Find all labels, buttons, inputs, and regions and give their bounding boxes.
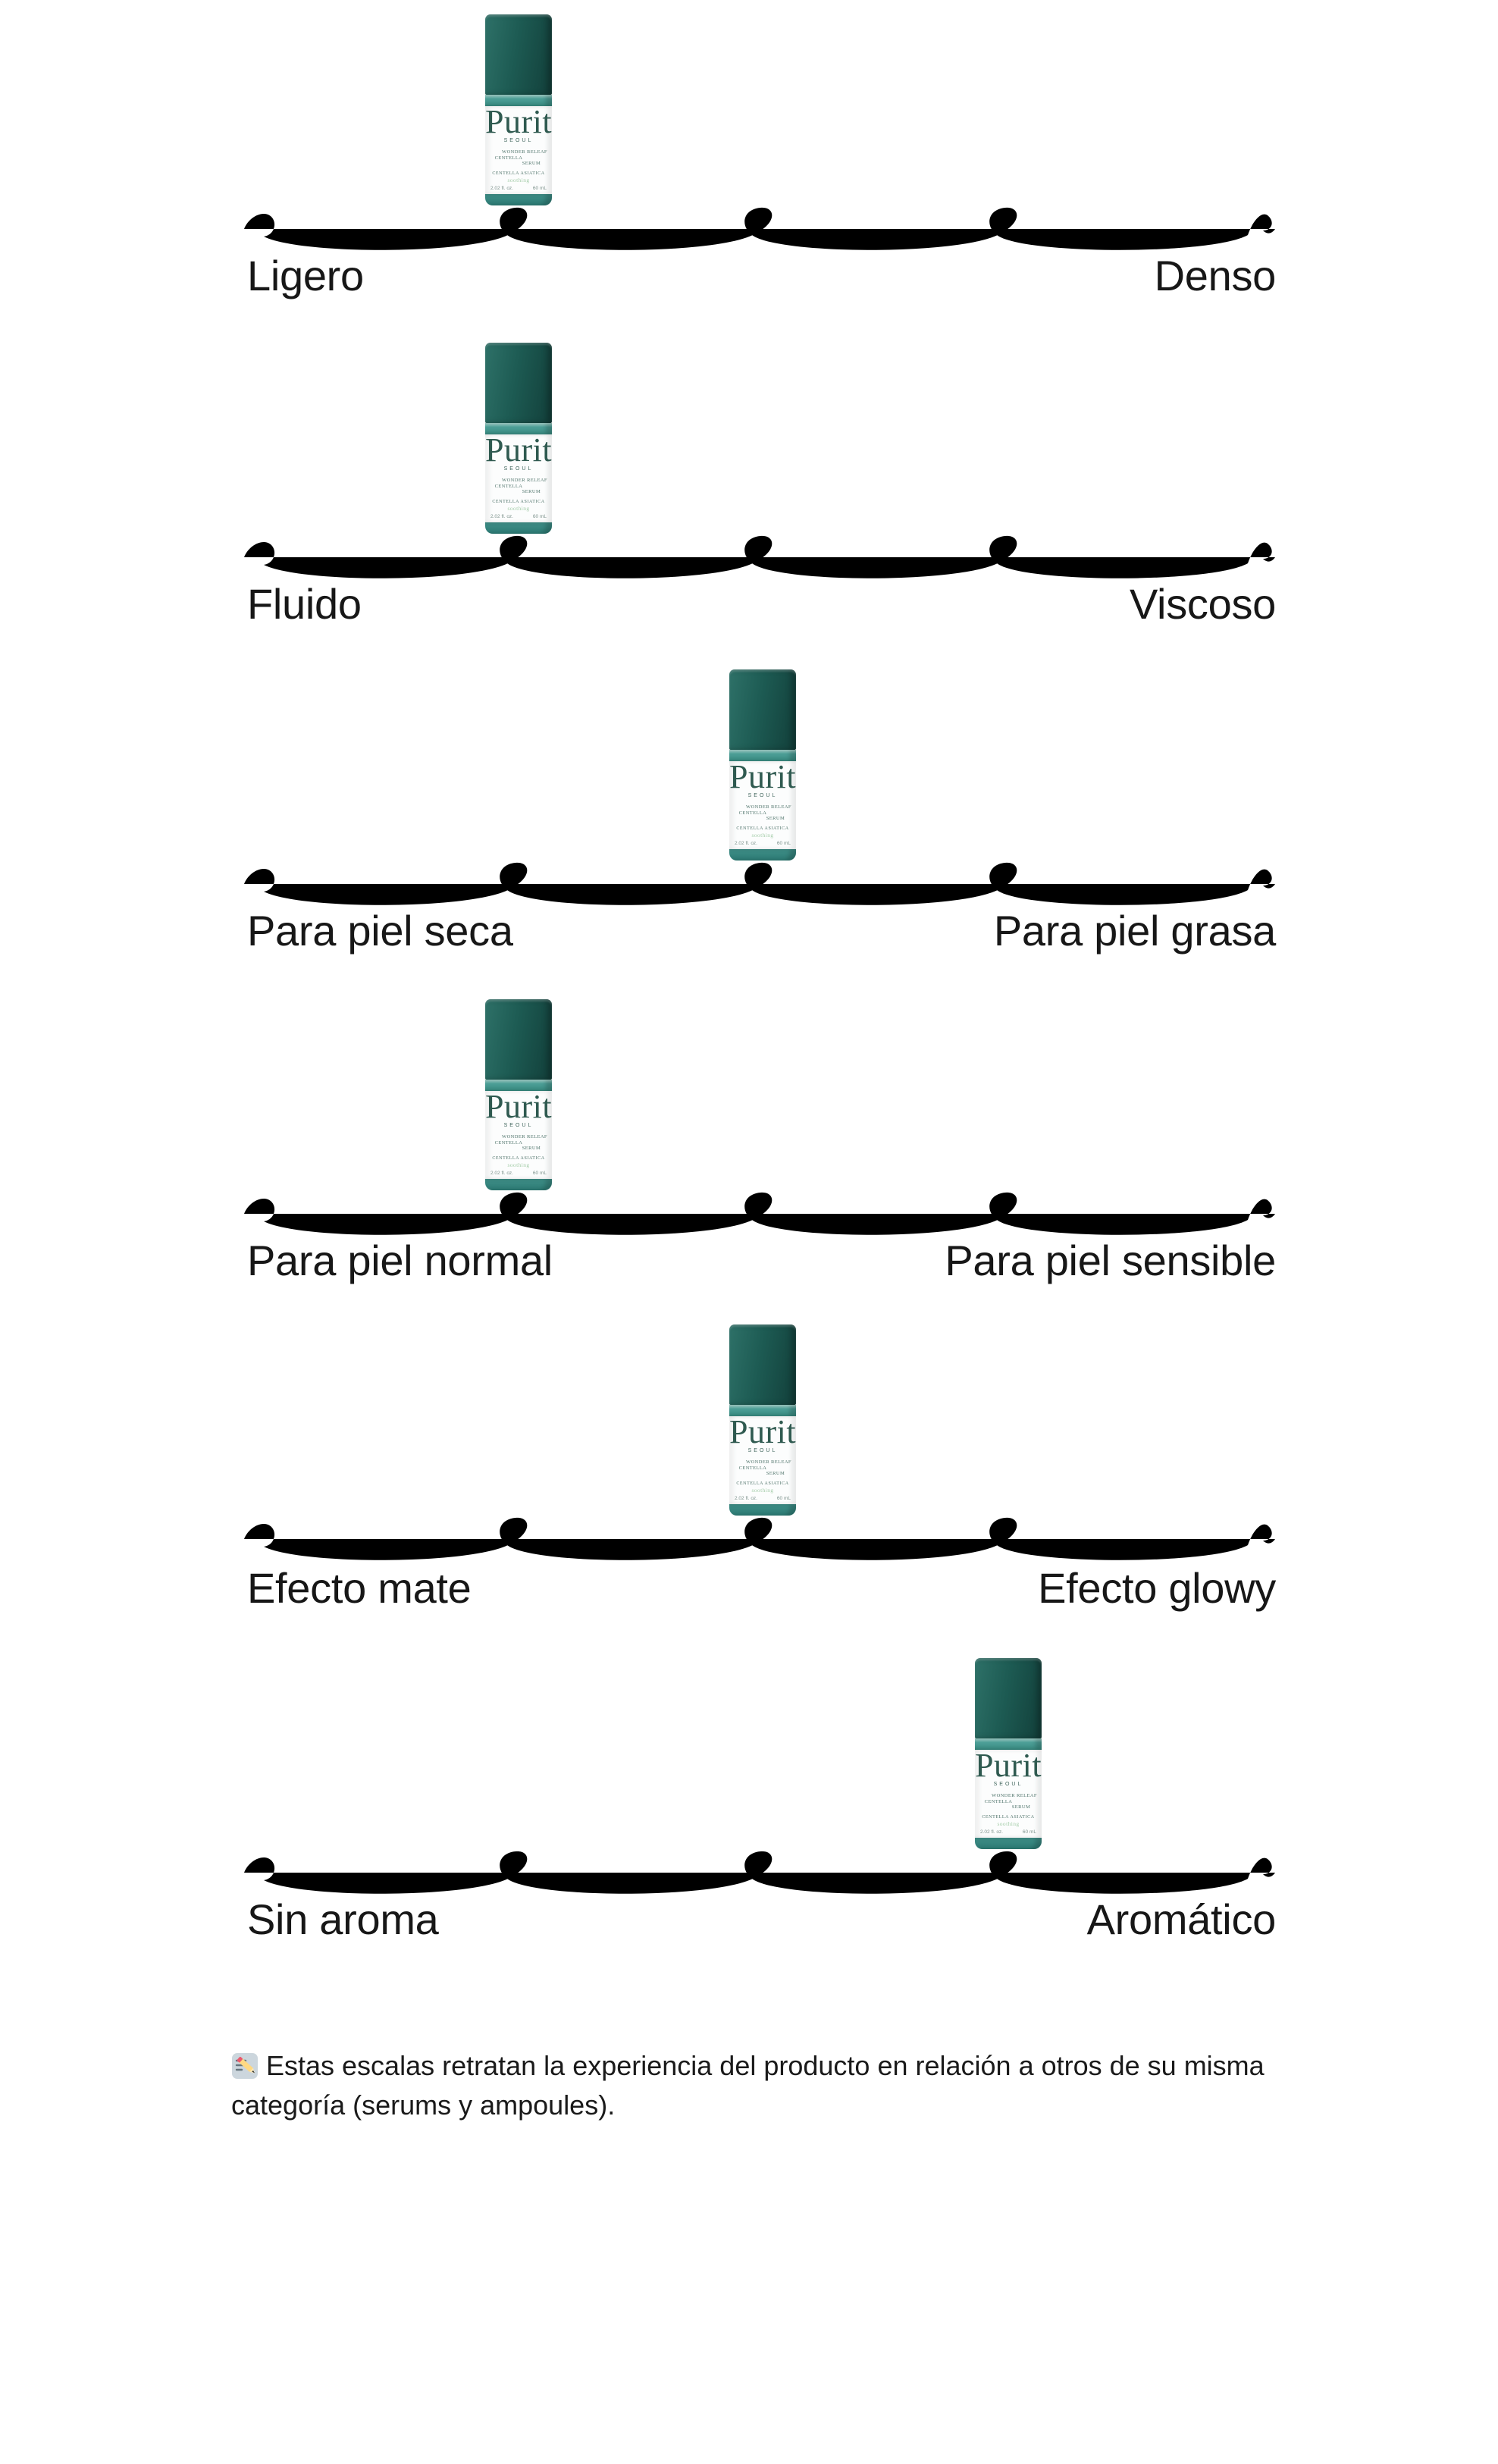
scale-line xyxy=(240,1191,1277,1243)
bottle-liquid xyxy=(485,1080,552,1091)
scale-label-right: Efecto glowy xyxy=(1038,1564,1276,1612)
scale-label-left: Fluido xyxy=(247,580,362,628)
scale-label-left: Para piel seca xyxy=(247,907,513,955)
brand-city: SEOUL xyxy=(503,138,534,143)
scale-label-right: Viscoso xyxy=(1130,580,1276,628)
brand-city: SEOUL xyxy=(747,1448,778,1453)
bottle-liquid xyxy=(975,1738,1042,1750)
scale-label-left: Ligero xyxy=(247,252,364,299)
brand-text: Purito xyxy=(485,434,552,469)
scale-line xyxy=(240,534,1277,586)
bottle-label: Purito SEOUL WONDER RELEAF CENTELLA SERU… xyxy=(975,1750,1042,1838)
memo-icon xyxy=(231,2052,259,2088)
scale-line xyxy=(240,206,1277,258)
bottle-liquid xyxy=(729,750,796,761)
volume-row: 2.02 fl. oz. 60 mL xyxy=(490,1171,547,1176)
bottle-cap xyxy=(485,14,552,95)
note-line2: categoría (serums y ampoules). xyxy=(231,2089,616,2121)
volume-row: 2.02 fl. oz. 60 mL xyxy=(735,841,791,846)
scale-label-left: Para piel normal xyxy=(247,1237,553,1284)
bottle-label: Purito SEOUL WONDER RELEAF CENTELLA SERU… xyxy=(485,1091,552,1179)
volume-row: 2.02 fl. oz. 60 mL xyxy=(735,1496,791,1501)
bottle-label: Purito SEOUL WONDER RELEAF CENTELLA SERU… xyxy=(485,106,552,194)
note: Estas escalas retratan la experiencia de… xyxy=(231,2049,1293,2123)
bottle-cap xyxy=(485,999,552,1080)
bottle-bottom xyxy=(485,522,552,534)
brand-text: Purito xyxy=(729,761,796,795)
brand-city: SEOUL xyxy=(747,793,778,798)
scale-label-right: Aromático xyxy=(1086,1895,1277,1943)
product-bottle: Purito SEOUL WONDER RELEAF CENTELLA SERU… xyxy=(729,1324,796,1516)
scale-label-left: Sin aroma xyxy=(247,1895,439,1943)
scale-line xyxy=(240,1850,1277,1901)
bottle-cap xyxy=(729,669,796,750)
product-bottle: Purito SEOUL WONDER RELEAF CENTELLA SERU… xyxy=(485,343,552,534)
brand-city: SEOUL xyxy=(503,466,534,472)
label-lines: WONDER RELEAF CENTELLA SERUM CENTELLA AS… xyxy=(492,478,547,512)
label-lines: WONDER RELEAF CENTELLA SERUM CENTELLA AS… xyxy=(982,1793,1037,1827)
scale-line xyxy=(240,861,1277,913)
brand-text: Purito xyxy=(485,1091,552,1125)
bottle-cap xyxy=(729,1324,796,1405)
product-bottle: Purito SEOUL WONDER RELEAF CENTELLA SERU… xyxy=(975,1658,1042,1849)
bottle-bottom xyxy=(485,1179,552,1190)
label-lines: WONDER RELEAF CENTELLA SERUM CENTELLA AS… xyxy=(736,1459,791,1494)
bottle-bottom xyxy=(729,1504,796,1516)
product-bottle: Purito SEOUL WONDER RELEAF CENTELLA SERU… xyxy=(485,14,552,205)
bottle-label: Purito SEOUL WONDER RELEAF CENTELLA SERU… xyxy=(729,1416,796,1504)
volume-row: 2.02 fl. oz. 60 mL xyxy=(490,186,547,191)
label-lines: WONDER RELEAF CENTELLA SERUM CENTELLA AS… xyxy=(492,1134,547,1168)
brand-city: SEOUL xyxy=(993,1782,1023,1787)
note-line1: Estas escalas retratan la experiencia de… xyxy=(266,2050,1265,2081)
brand-text: Purito xyxy=(485,106,552,140)
product-bottle: Purito SEOUL WONDER RELEAF CENTELLA SERU… xyxy=(729,669,796,861)
brand-text: Purito xyxy=(975,1750,1042,1784)
brand-text: Purito xyxy=(729,1416,796,1450)
scale-label-left: Efecto mate xyxy=(247,1564,472,1612)
scale-label-right: Denso xyxy=(1154,252,1277,299)
volume-row: 2.02 fl. oz. 60 mL xyxy=(490,514,547,519)
product-bottle: Purito SEOUL WONDER RELEAF CENTELLA SERU… xyxy=(485,999,552,1190)
volume-row: 2.02 fl. oz. 60 mL xyxy=(980,1829,1036,1835)
bottle-bottom xyxy=(975,1838,1042,1849)
scale-label-right: Para piel sensible xyxy=(945,1237,1276,1284)
label-lines: WONDER RELEAF CENTELLA SERUM CENTELLA AS… xyxy=(736,804,791,839)
bottle-liquid xyxy=(485,423,552,434)
bottle-label: Purito SEOUL WONDER RELEAF CENTELLA SERU… xyxy=(729,761,796,849)
bottle-bottom xyxy=(485,194,552,205)
bottle-liquid xyxy=(729,1405,796,1416)
bottle-cap xyxy=(485,343,552,423)
scale-line xyxy=(240,1516,1277,1568)
bottle-cap xyxy=(975,1658,1042,1738)
bottle-label: Purito SEOUL WONDER RELEAF CENTELLA SERU… xyxy=(485,434,552,522)
bottle-bottom xyxy=(729,849,796,861)
label-lines: WONDER RELEAF CENTELLA SERUM CENTELLA AS… xyxy=(492,149,547,183)
scale-label-right: Para piel grasa xyxy=(993,907,1276,955)
brand-city: SEOUL xyxy=(503,1123,534,1128)
bottle-liquid xyxy=(485,95,552,106)
